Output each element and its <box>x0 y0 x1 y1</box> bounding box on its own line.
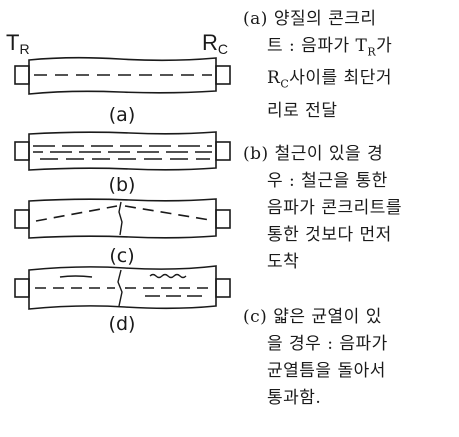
crack <box>117 269 123 307</box>
specimen-diagram: TR RC (a) (b) (c) (d) <box>6 30 231 335</box>
specimen-body <box>28 131 217 171</box>
caption-a-marker: (a) <box>243 9 268 29</box>
caption-b-marker: (b) <box>243 144 269 164</box>
specimen-body <box>28 56 217 95</box>
caption-line: 얇은 균열이 있 <box>273 307 382 327</box>
caption-line: 우 : 철근을 통한 <box>267 171 388 191</box>
caption-line: 통한 것보다 먼저 <box>267 225 392 245</box>
caption-line: 철근이 있을 경 <box>274 144 384 164</box>
caption-b: (b) 철근이 있을 경 우 : 철근을 통한 음파가 콘크리트를 통한 것보다… <box>243 141 402 276</box>
receiver-transducer <box>215 141 231 161</box>
subscript: R <box>367 45 377 59</box>
specimen-b <box>14 131 231 171</box>
transmitter-transducer <box>14 209 30 229</box>
wave-path <box>35 205 118 222</box>
specimen-d-label: (d) <box>109 313 136 335</box>
specimen-a-label: (a) <box>109 104 135 126</box>
receiver-label: RC <box>202 30 228 57</box>
caption-line: 트 : 음파가 T <box>267 36 368 56</box>
caption-line: 양질의 콘크리 <box>273 9 377 29</box>
caption-line: 리로 전달 <box>267 100 338 121</box>
transmitter-transducer <box>14 141 30 161</box>
caption-line: 도착 <box>267 252 300 272</box>
specimen-c-label: (c) <box>109 245 134 267</box>
rebar-wavy <box>149 273 187 279</box>
caption-line: 균열틈을 돌아서 <box>267 361 386 381</box>
caption-c-marker: (c) <box>243 307 268 327</box>
subscript: C <box>280 77 290 91</box>
specimen-body <box>28 198 217 239</box>
transmitter-label: TR <box>6 30 30 57</box>
caption-line: 사이를 최단거 <box>289 68 392 89</box>
caption-line: 가 <box>376 36 393 56</box>
specimen-a <box>14 56 231 95</box>
caption-c: (c) 얇은 균열이 있 을 경우 : 음파가 균열틈을 돌아서 통과함. <box>243 304 388 412</box>
transmitter-transducer <box>14 65 30 85</box>
caption-line: 음파가 콘크리트를 <box>267 198 403 218</box>
wave-path <box>124 205 211 221</box>
transmitter-transducer <box>14 278 30 298</box>
specimen-c <box>14 198 231 239</box>
crack <box>118 201 123 236</box>
receiver-transducer <box>215 209 231 229</box>
specimen-d <box>14 265 231 310</box>
caption-a: (a) 양질의 콘크리 트 : 음파가 TR가 RC사이를 최단거 리로 전달 <box>243 6 392 125</box>
caption-line: 통과함. <box>267 388 322 408</box>
caption-line: R <box>267 68 281 89</box>
rebar-line <box>59 275 93 278</box>
caption-line: 을 경우 : 음파가 <box>267 334 388 354</box>
receiver-transducer <box>215 278 231 298</box>
specimen-b-label: (b) <box>109 174 136 196</box>
specimen-body <box>28 265 217 310</box>
receiver-transducer <box>215 65 231 85</box>
